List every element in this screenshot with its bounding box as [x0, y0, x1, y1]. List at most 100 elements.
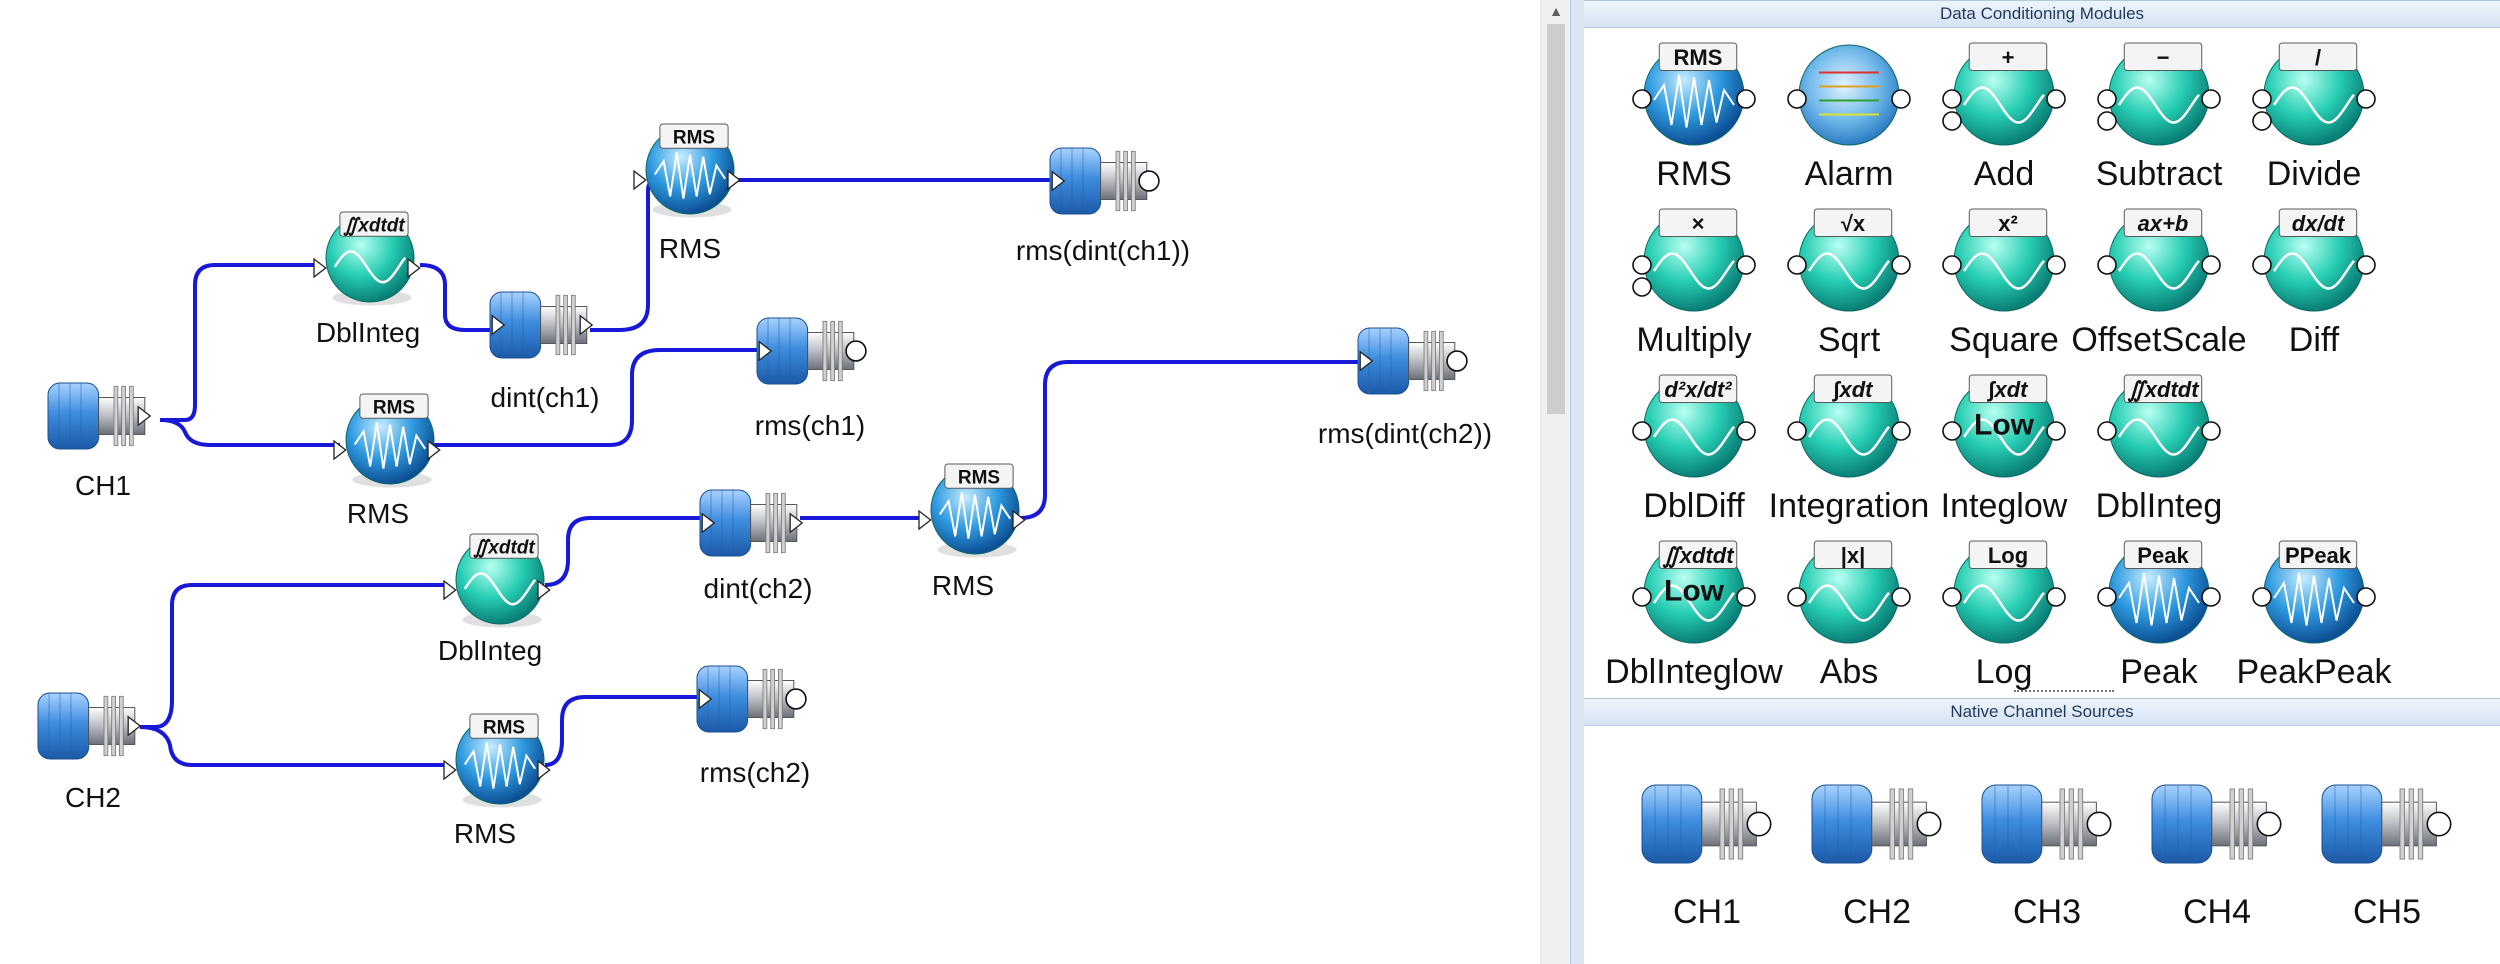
dint-ch1-node-out-port[interactable]	[579, 314, 594, 336]
integlow-module-out-port[interactable]	[2046, 421, 2066, 441]
wire-9[interactable]	[544, 516, 705, 587]
vertical-scrollbar[interactable]: ▲	[1540, 0, 1571, 964]
peak-module-in-port[interactable]	[2097, 587, 2117, 607]
rms-ch2-node-in-port[interactable]	[698, 688, 713, 710]
diff-module-out-port[interactable]	[2356, 255, 2376, 275]
palette-ch3-source-out-port[interactable]	[2086, 811, 2112, 837]
peak-peak-module-icon[interactable]: PPeak	[2263, 540, 2365, 644]
rms4-node[interactable]: RMS	[455, 713, 545, 808]
rms-dint-ch1-node-out-port[interactable]	[1138, 170, 1160, 192]
dint-ch1-node-in-port[interactable]	[491, 314, 506, 336]
palette-ch2-source[interactable]	[1811, 784, 1927, 864]
subtract-module-in-port[interactable]	[2097, 89, 2117, 109]
divide-module-icon[interactable]: /	[2263, 42, 2365, 146]
rms-ch1-node[interactable]	[756, 317, 855, 385]
rms2-in-port[interactable]	[633, 169, 647, 191]
palette-ch4-source[interactable]	[2151, 784, 2267, 864]
double-integral-module-icon[interactable]: ∬xdtdt	[2108, 374, 2210, 478]
dblinteg2-in-port[interactable]	[443, 579, 457, 601]
divide-module-out-port[interactable]	[2356, 89, 2376, 109]
dblinteg1-node[interactable]: ∬xdtdt	[325, 211, 415, 306]
rms3-out-port[interactable]	[1012, 509, 1026, 531]
alarm-module-out-port[interactable]	[1891, 89, 1911, 109]
add-module-out-port[interactable]	[2046, 89, 2066, 109]
double-integral-module-out-port[interactable]	[2201, 421, 2221, 441]
divide-module-in-port[interactable]	[2252, 89, 2272, 109]
multiply-module-in2-port[interactable]	[1632, 277, 1652, 297]
square-module-out-port[interactable]	[2046, 255, 2066, 275]
multiply-module-in-port[interactable]	[1632, 255, 1652, 275]
integration-module-icon[interactable]: ∫xdt	[1798, 374, 1900, 478]
rms-module-icon[interactable]: RMS	[1643, 42, 1745, 146]
square-module-in-port[interactable]	[1942, 255, 1962, 275]
palette-ch5-source-out-port[interactable]	[2426, 811, 2452, 837]
rms3-node[interactable]: RMS	[930, 463, 1020, 558]
abs-module-icon[interactable]: |x|	[1798, 540, 1900, 644]
wire-6[interactable]	[420, 348, 770, 447]
subtract-module-in2-port[interactable]	[2097, 111, 2117, 131]
abs-module-in-port[interactable]	[1787, 587, 1807, 607]
offset-scale-module-out-port[interactable]	[2201, 255, 2221, 275]
dint-ch2-node[interactable]	[699, 489, 798, 557]
wire-11[interactable]	[1019, 360, 1360, 520]
log-module-in-port[interactable]	[1942, 587, 1962, 607]
integration-module-out-port[interactable]	[1891, 421, 1911, 441]
rms-dint-ch2-node[interactable]	[1357, 327, 1456, 395]
peak-module-icon[interactable]: Peak	[2108, 540, 2210, 644]
peak-peak-module-in-port[interactable]	[2252, 587, 2272, 607]
ch2-source-node-out-port[interactable]	[127, 715, 142, 737]
double-integlow-module-in-port[interactable]	[1632, 587, 1652, 607]
splitter-grip-icon[interactable]	[2014, 690, 2114, 698]
square-module-icon[interactable]: x²	[1953, 208, 2055, 312]
double-integral-module-in-port[interactable]	[2097, 421, 2117, 441]
rms-ch2-node-out-port[interactable]	[785, 688, 807, 710]
wire-4[interactable]	[590, 178, 665, 332]
wire-1[interactable]	[160, 263, 320, 422]
double-diff-module-icon[interactable]: d²x/dt²	[1643, 374, 1745, 478]
rms-module-in-port[interactable]	[1632, 89, 1652, 109]
add-module-in-port[interactable]	[1942, 89, 1962, 109]
dint-ch2-node-out-port[interactable]	[789, 512, 804, 534]
log-module-out-port[interactable]	[2046, 587, 2066, 607]
sqrt-module-in-port[interactable]	[1787, 255, 1807, 275]
palette-ch1-source[interactable]	[1641, 784, 1757, 864]
rms4-in-port[interactable]	[443, 759, 457, 781]
wire-3[interactable]	[419, 263, 500, 332]
multiply-module-icon[interactable]: ×	[1643, 208, 1745, 312]
alarm-module-in-port[interactable]	[1787, 89, 1807, 109]
double-diff-module-out-port[interactable]	[1736, 421, 1756, 441]
dblinteg2-node[interactable]: ∬xdtdt	[455, 533, 545, 628]
sqrt-module-out-port[interactable]	[1891, 255, 1911, 275]
dblinteg1-out-port[interactable]	[407, 257, 421, 279]
subtract-module-icon[interactable]: −	[2108, 42, 2210, 146]
divide-module-in2-port[interactable]	[2252, 111, 2272, 131]
multiply-module-out-port[interactable]	[1736, 255, 1756, 275]
rms2-out-port[interactable]	[727, 169, 741, 191]
rms-ch1-node-in-port[interactable]	[758, 340, 773, 362]
rms1-in-port[interactable]	[333, 439, 347, 461]
rms4-out-port[interactable]	[537, 759, 551, 781]
rms-dint-ch2-node-out-port[interactable]	[1446, 350, 1468, 372]
dblinteg1-in-port[interactable]	[313, 257, 327, 279]
dint-ch1-node[interactable]	[489, 291, 588, 359]
rms2-node[interactable]: RMS	[645, 123, 735, 218]
wire-2[interactable]	[159, 418, 340, 447]
dblinteg2-out-port[interactable]	[537, 579, 551, 601]
wire-12[interactable]	[544, 695, 700, 767]
subtract-module-out-port[interactable]	[2201, 89, 2221, 109]
offset-scale-module-icon[interactable]: ax+b	[2108, 208, 2210, 312]
rms3-in-port[interactable]	[918, 509, 932, 531]
log-module-icon[interactable]: Log	[1953, 540, 2055, 644]
diff-module-in-port[interactable]	[2252, 255, 2272, 275]
add-module-icon[interactable]: +	[1953, 42, 2055, 146]
sqrt-module-icon[interactable]: √x	[1798, 208, 1900, 312]
palette-ch1-source-out-port[interactable]	[1746, 811, 1772, 837]
ch1-source-node-out-port[interactable]	[137, 405, 152, 427]
rms-ch1-node-out-port[interactable]	[845, 340, 867, 362]
abs-module-out-port[interactable]	[1891, 587, 1911, 607]
integlow-module-in-port[interactable]	[1942, 421, 1962, 441]
scroll-up-arrow-icon[interactable]: ▲	[1549, 3, 1563, 19]
palette-ch5-source[interactable]	[2321, 784, 2437, 864]
wire-8[interactable]	[139, 725, 448, 767]
